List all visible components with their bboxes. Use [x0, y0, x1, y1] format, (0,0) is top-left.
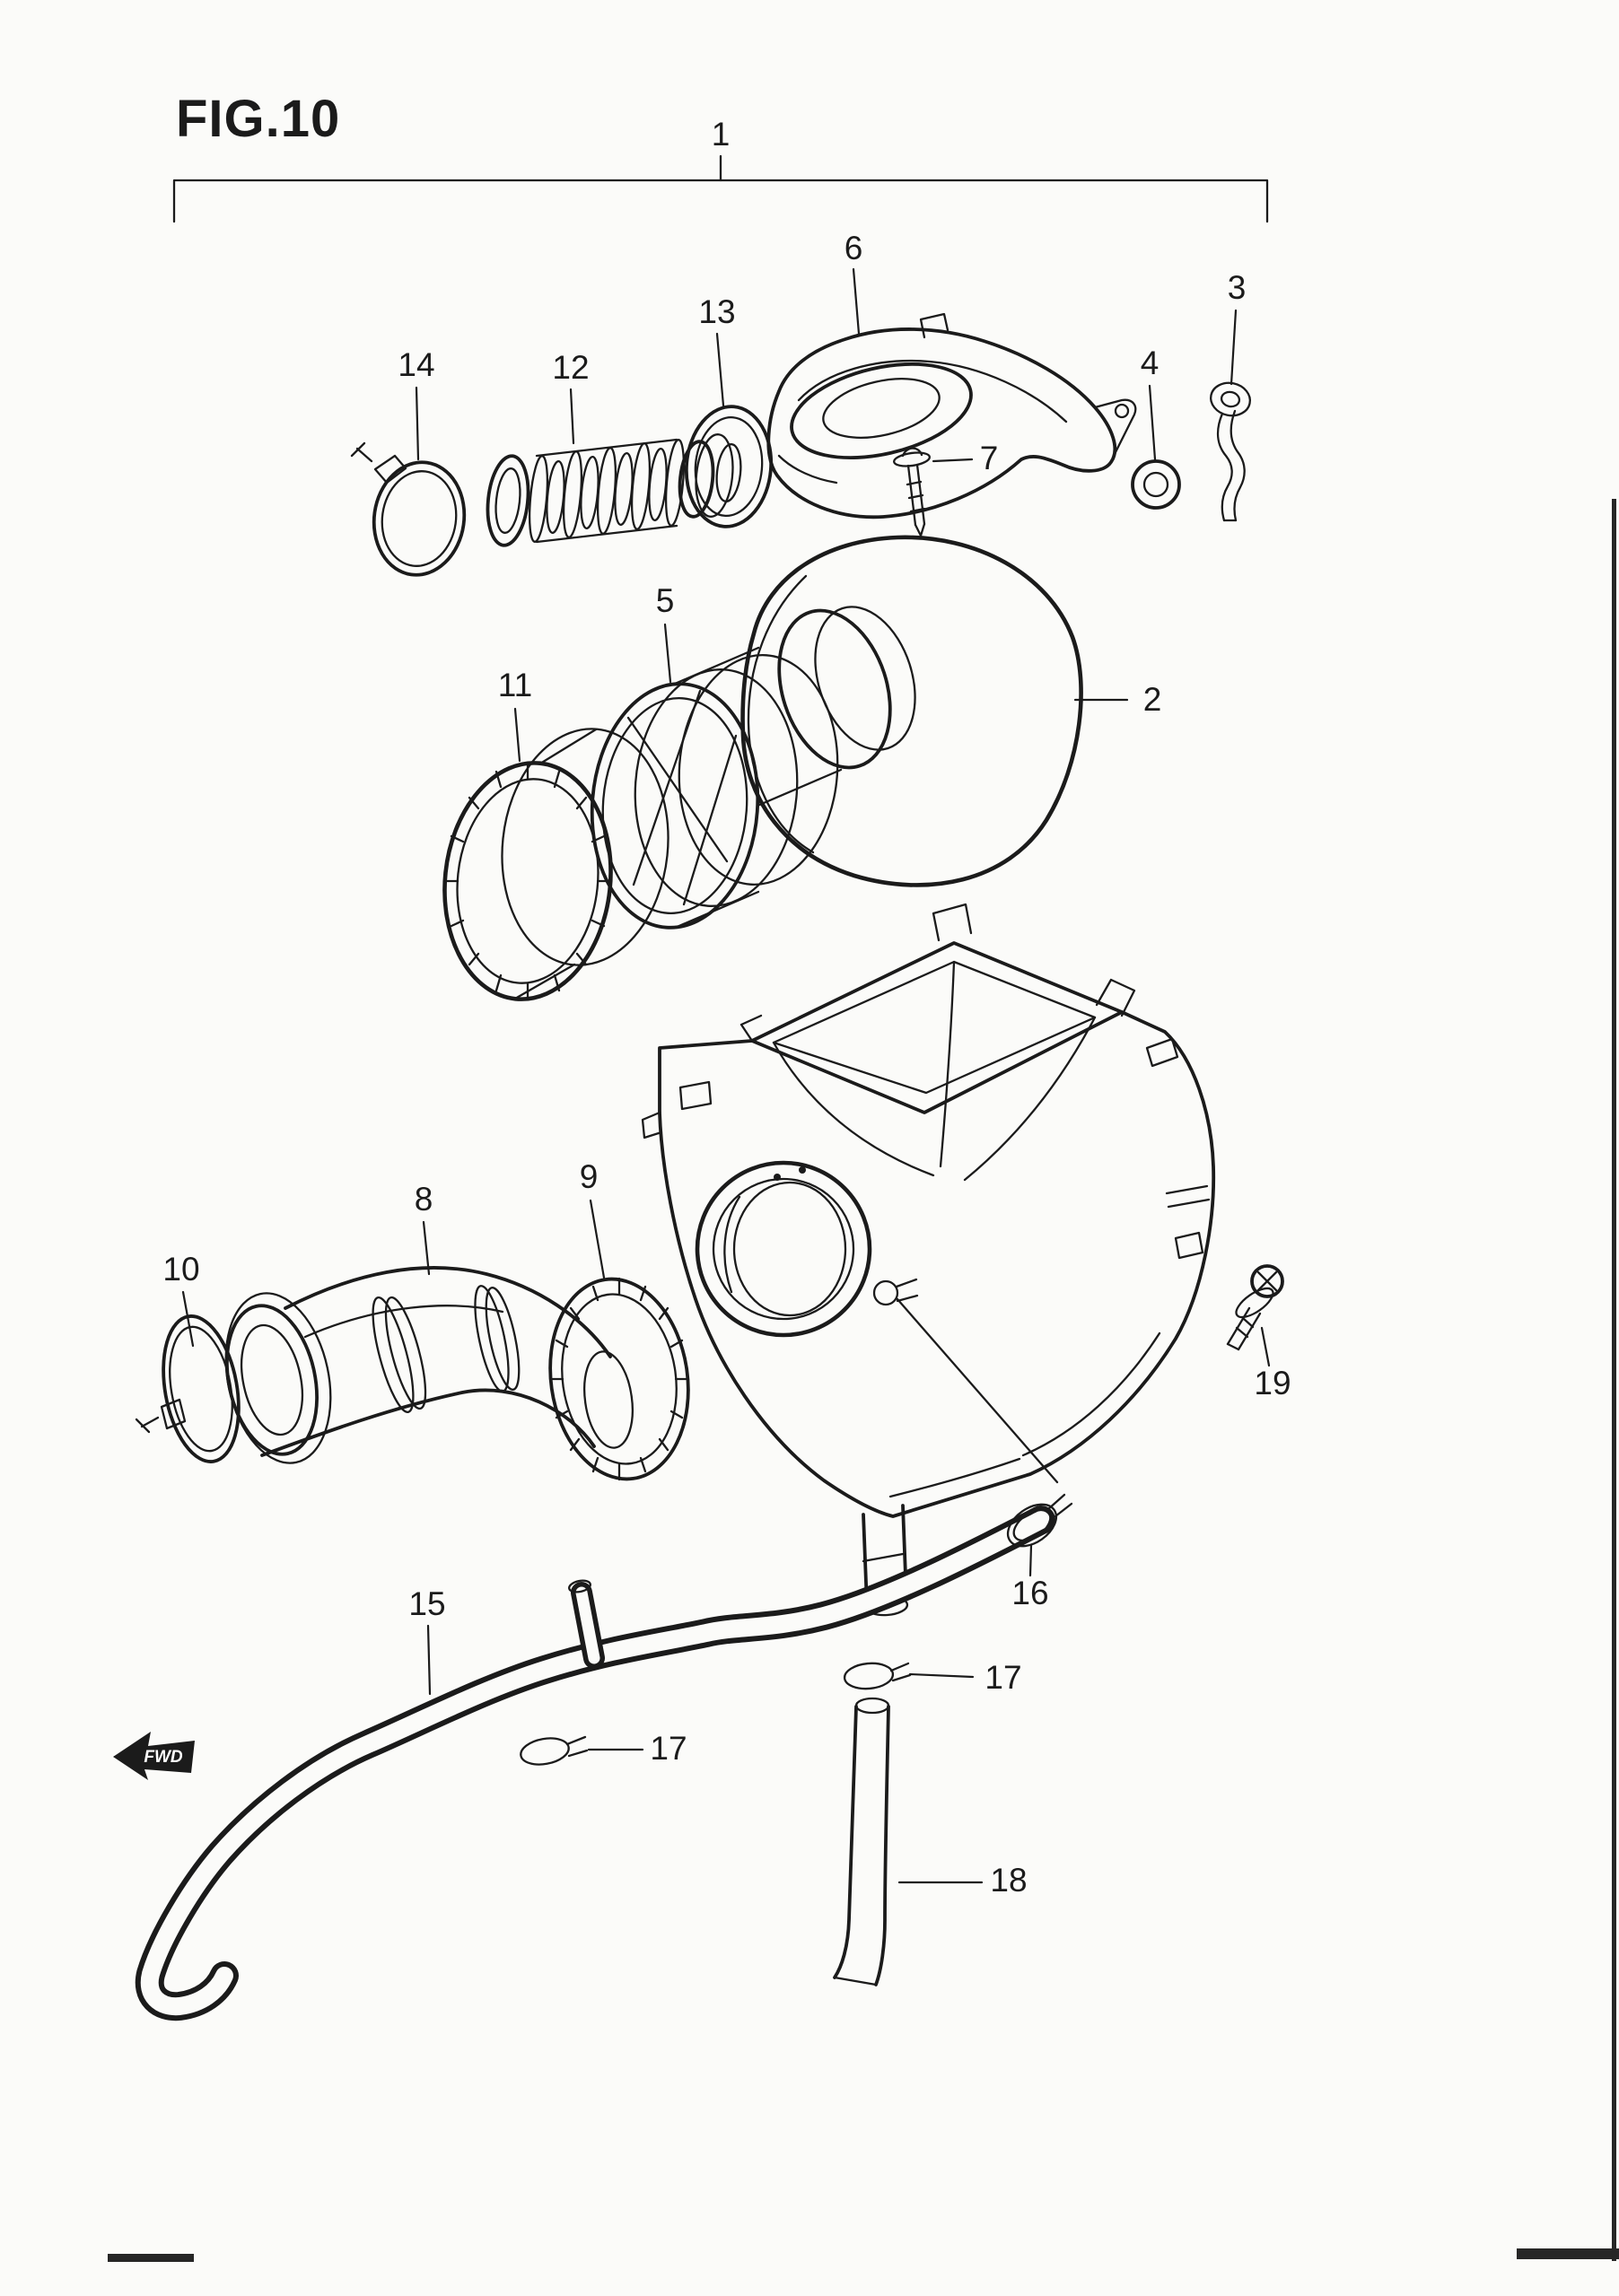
callout-11: 11: [498, 667, 532, 703]
filter-outer-ring-drawing: [442, 728, 669, 1001]
callout-5: 5: [656, 582, 675, 619]
gasket-ring-drawing: [548, 1277, 690, 1481]
callout-17a: 17: [985, 1659, 1021, 1696]
callout-19: 19: [1254, 1365, 1291, 1401]
hose-clip-17a-drawing: [843, 1662, 912, 1690]
callout-4: 4: [1141, 345, 1160, 381]
hose-clip-17b-drawing: [520, 1735, 589, 1766]
callout-13: 13: [698, 293, 735, 330]
fwd-arrow: FWD: [113, 1732, 195, 1780]
wing-bolt-drawing: [893, 447, 931, 537]
callout-18: 18: [990, 1862, 1027, 1899]
drain-hose-drawing: [135, 1506, 1055, 2021]
hose-clamp-14-drawing: [350, 441, 467, 577]
figure-title: FIG.10: [176, 90, 340, 148]
callout-labels: 1 2 3 4 5 6 7 8 9 10 11 12 13 14 15 16 1…: [162, 116, 1291, 1899]
callout-8: 8: [415, 1181, 433, 1218]
seal-ring-13-drawing: [684, 405, 774, 528]
callout-2: 2: [1143, 681, 1162, 718]
callout-12: 12: [552, 349, 589, 386]
callout-14: 14: [398, 346, 434, 383]
callout-10: 10: [162, 1251, 199, 1288]
callout-3: 3: [1228, 269, 1247, 306]
scan-edge-artifacts: [108, 499, 1619, 2262]
assembly-bracket: [172, 154, 1269, 223]
air-cleaner-cap-drawing: [766, 312, 1137, 519]
cap-grommet-drawing: [1131, 459, 1181, 510]
callout-6: 6: [845, 230, 863, 266]
callout-leaders: [181, 267, 1271, 1884]
callout-16: 16: [1011, 1575, 1048, 1611]
fwd-arrow-label: FWD: [144, 1748, 183, 1767]
drain-tube-drawing: [833, 1697, 890, 1986]
callout-7: 7: [980, 440, 999, 476]
callout-1: 1: [712, 116, 731, 153]
flexible-intake-tube-drawing: [486, 433, 742, 547]
intake-pipe-drawing: [224, 1266, 634, 1464]
callout-15: 15: [408, 1585, 445, 1622]
air-cleaner-case-drawing: [641, 903, 1216, 1617]
case-screw-drawing: [1226, 1264, 1284, 1351]
hose-clamp-16-drawing: [1006, 1493, 1073, 1548]
filter-frame-drawing: [590, 646, 843, 930]
retainer-pin-drawing: [1210, 381, 1251, 522]
callout-17b: 17: [650, 1730, 687, 1767]
filter-element-drawing: [740, 535, 1083, 887]
callout-9: 9: [580, 1158, 599, 1195]
